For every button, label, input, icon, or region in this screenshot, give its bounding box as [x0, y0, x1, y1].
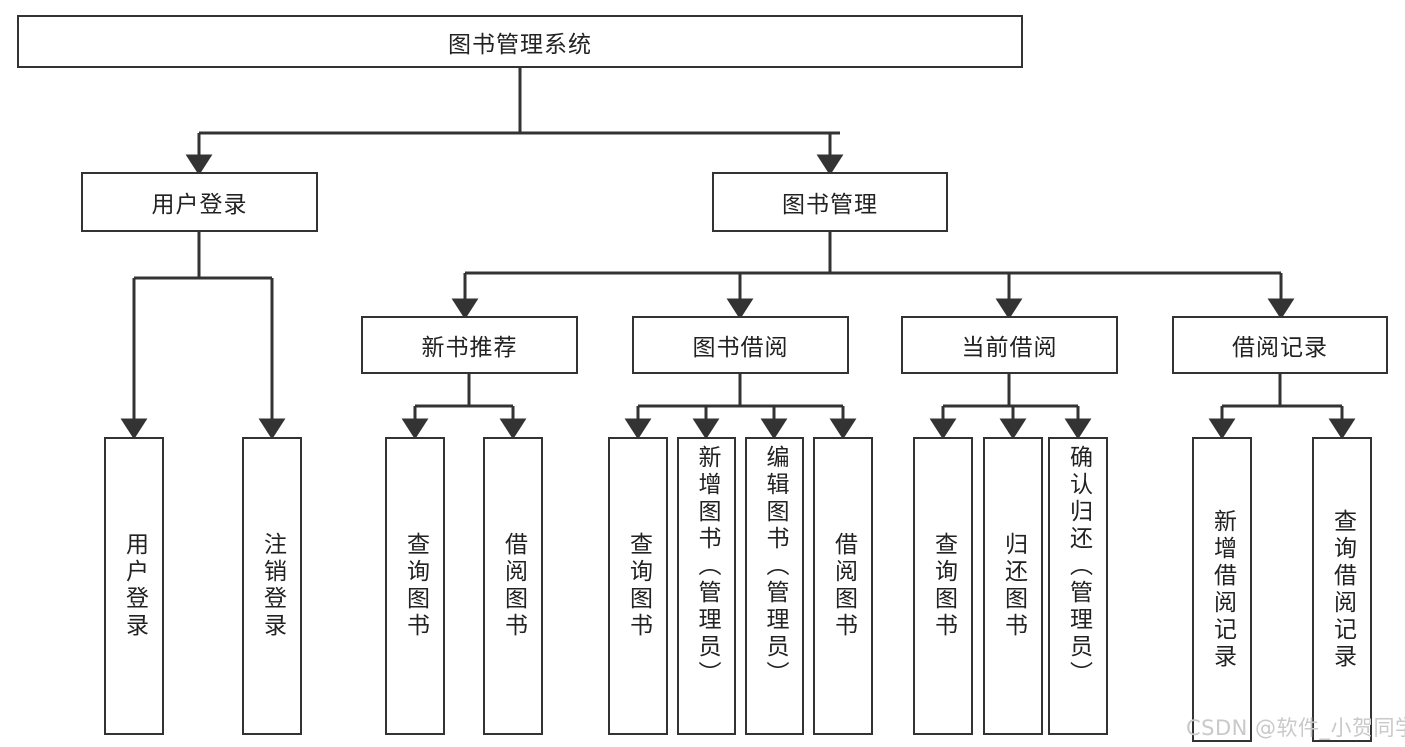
leaf-book-borrow-0[interactable]: 查询图书 — [608, 437, 668, 735]
leaf-book-borrow-2[interactable]: 编辑图书（管理员） — [745, 437, 804, 735]
node-borrow-record[interactable]: 借阅记录 — [1172, 316, 1388, 374]
leaf-label: 查询借阅记录 — [1329, 508, 1356, 671]
leaf-borrow-record-1[interactable]: 查询借阅记录 — [1312, 437, 1372, 742]
node-user-login-label: 用户登录 — [151, 192, 248, 218]
node-root[interactable]: 图书管理系统 — [17, 15, 1023, 68]
leaf-new-book-recommend-0[interactable]: 查询图书 — [385, 437, 445, 735]
node-book-management[interactable]: 图书管理 — [712, 172, 948, 232]
node-book-borrow-label: 图书借阅 — [692, 335, 789, 361]
node-book-borrow[interactable]: 图书借阅 — [632, 316, 849, 374]
node-new-book-recommend[interactable]: 新书推荐 — [361, 316, 578, 374]
node-root-label: 图书管理系统 — [448, 31, 592, 58]
leaf-label: 用户登录 — [121, 532, 148, 640]
leaf-label: 编辑图书（管理员） — [762, 445, 788, 688]
leaf-label: 确认归还（管理员） — [1065, 445, 1092, 688]
leaf-current-borrow-2[interactable]: 确认归还（管理员） — [1048, 437, 1108, 735]
leaf-current-borrow-1[interactable]: 归还图书 — [983, 437, 1043, 735]
leaf-label: 查询图书 — [930, 532, 957, 640]
watermark: CSDN @软件_小贺同学 — [1186, 716, 1405, 740]
leaf-label: 注销登录 — [259, 532, 286, 640]
leaf-book-borrow-1[interactable]: 新增图书（管理员） — [677, 437, 736, 735]
leaf-user-login-1[interactable]: 注销登录 — [242, 437, 302, 735]
leaf-label: 借阅图书 — [830, 532, 857, 640]
leaf-label: 归还图书 — [1000, 532, 1027, 640]
leaf-user-login-0[interactable]: 用户登录 — [104, 437, 164, 735]
leaf-label: 查询图书 — [402, 532, 429, 640]
leaf-label: 借阅图书 — [500, 532, 527, 640]
leaf-book-borrow-3[interactable]: 借阅图书 — [813, 437, 873, 735]
leaf-current-borrow-0[interactable]: 查询图书 — [913, 437, 973, 735]
leaf-label: 新增图书（管理员） — [694, 445, 720, 688]
leaf-label: 查询图书 — [625, 532, 652, 640]
node-book-management-label: 图书管理 — [782, 192, 878, 218]
node-current-borrow[interactable]: 当前借阅 — [901, 316, 1118, 374]
leaf-new-book-recommend-1[interactable]: 借阅图书 — [483, 437, 543, 735]
leaf-label: 新增借阅记录 — [1209, 508, 1236, 671]
node-current-borrow-label: 当前借阅 — [961, 335, 1058, 361]
node-new-book-recommend-label: 新书推荐 — [421, 335, 518, 361]
node-borrow-record-label: 借阅记录 — [1232, 335, 1328, 361]
leaf-borrow-record-0[interactable]: 新增借阅记录 — [1192, 437, 1252, 742]
node-user-login[interactable]: 用户登录 — [81, 172, 318, 232]
